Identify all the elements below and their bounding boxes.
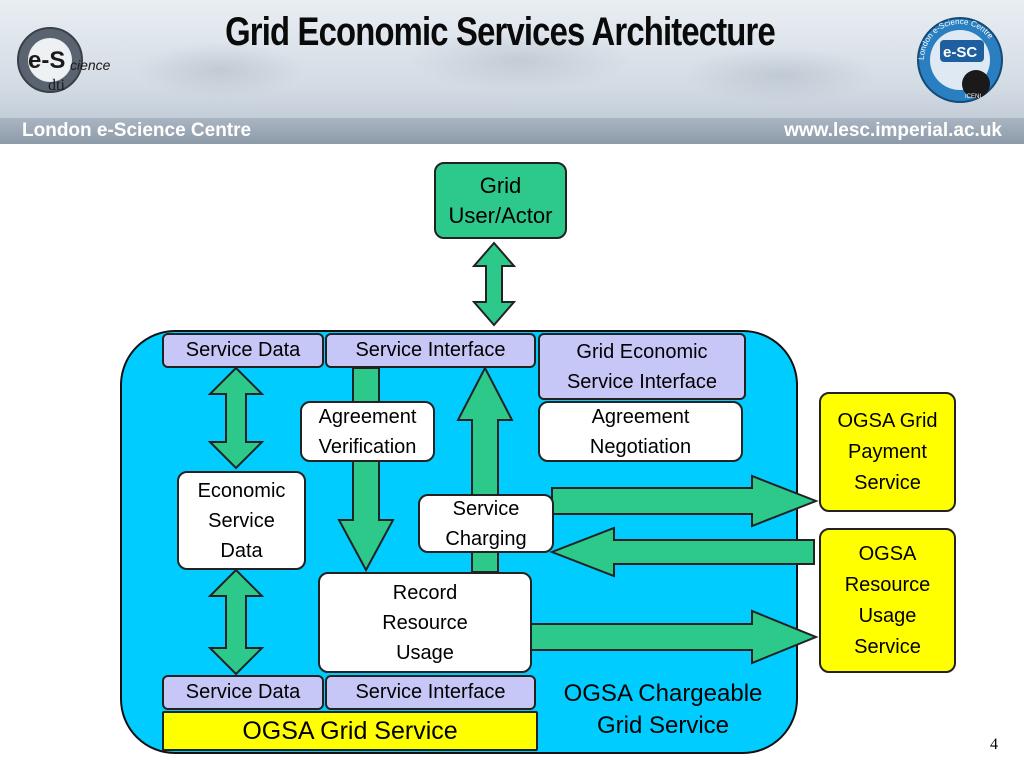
service-data-top-label: Service Data	[185, 339, 301, 361]
svg-text:dti: dti	[48, 77, 65, 94]
double-arrow-user	[471, 241, 517, 327]
band-left-text: London e-Science Centre	[22, 120, 252, 141]
ogsa-resource-line-3: Usage	[858, 604, 917, 627]
grid-economic-line-2: Service Interface	[566, 370, 718, 393]
header-band: London e-Science Centre www.lesc.imperia…	[0, 118, 1024, 144]
service-data-bottom-label: Service Data	[185, 681, 301, 703]
service-data-bottom-box: Service Data	[162, 675, 324, 710]
grid-user-line-2: User/Actor	[448, 202, 553, 228]
page-number: 4	[990, 736, 998, 753]
world-map-background	[0, 0, 1024, 118]
service-charging-line-1: Service	[452, 497, 520, 520]
down-arrow-record	[337, 367, 395, 573]
service-interface-bottom-box: Service Interface	[325, 675, 536, 710]
svg-text:ICENI: ICENI	[965, 94, 981, 100]
agreement-verification-line-1: Agreement	[318, 405, 417, 428]
ogsa-resource-line-2: Resource	[844, 573, 931, 596]
grid-economic-line-1: Grid Economic	[576, 340, 708, 363]
economic-service-data-line-3: Data	[220, 539, 263, 562]
svg-text:cience: cience	[70, 57, 111, 73]
record-resource-line-2: Resource	[382, 611, 468, 634]
ogsa-resource-line-4: Service	[854, 635, 921, 658]
ogsa-grid-service-label: OGSA Grid Service	[242, 716, 458, 745]
agreement-verification-line-2: Verification	[318, 435, 417, 458]
agreement-negotiation-line-2: Negotiation	[589, 435, 692, 458]
ogsa-resource-line-1: OGSA	[858, 542, 917, 565]
right-arrow-payment	[551, 474, 819, 528]
escience-dti-logo: e-S cience dti	[17, 27, 111, 94]
lesc-logo: London e-Science Centre e-SC ICENI	[917, 17, 1003, 103]
double-arrow-servicedata-top	[207, 366, 265, 470]
service-interface-top-box: Service Interface	[325, 333, 536, 368]
grid-user-line-1: Grid	[479, 172, 522, 198]
service-charging-line-2: Charging	[445, 527, 527, 550]
service-interface-bottom-label: Service Interface	[355, 681, 506, 703]
ogsa-payment-line-1: OGSA Grid	[837, 409, 938, 432]
left-arrow-charging	[549, 526, 815, 578]
ogsa-payment-line-3: Service	[854, 471, 921, 494]
service-data-top-box: Service Data	[162, 333, 324, 368]
svg-text:e-SC: e-SC	[943, 44, 977, 61]
ogsa-chargeable-line-2: Grid Service	[596, 712, 730, 739]
right-arrow-usage	[529, 609, 819, 665]
band-right-text: www.lesc.imperial.ac.uk	[784, 120, 1002, 141]
record-resource-line-1: Record	[392, 581, 458, 604]
slide-title: Grid Economic Services Architecture	[225, 10, 776, 54]
svg-text:e-S: e-S	[28, 47, 65, 74]
ogsa-grid-service-box: OGSA Grid Service	[162, 711, 538, 751]
ogsa-payment-line-2: Payment	[848, 440, 927, 463]
economic-service-data-line-2: Service	[208, 509, 275, 532]
service-interface-top-label: Service Interface	[355, 339, 506, 361]
agreement-negotiation-line-1: Agreement	[591, 405, 690, 428]
economic-service-data-line-1: Economic	[197, 479, 286, 502]
record-resource-line-3: Usage	[396, 641, 454, 664]
double-arrow-servicedata-bottom	[207, 568, 265, 676]
ogsa-chargeable-line-1: OGSA Chargeable	[563, 680, 763, 707]
slide-header: Grid Economic Services Architecture Lond…	[0, 0, 1024, 144]
